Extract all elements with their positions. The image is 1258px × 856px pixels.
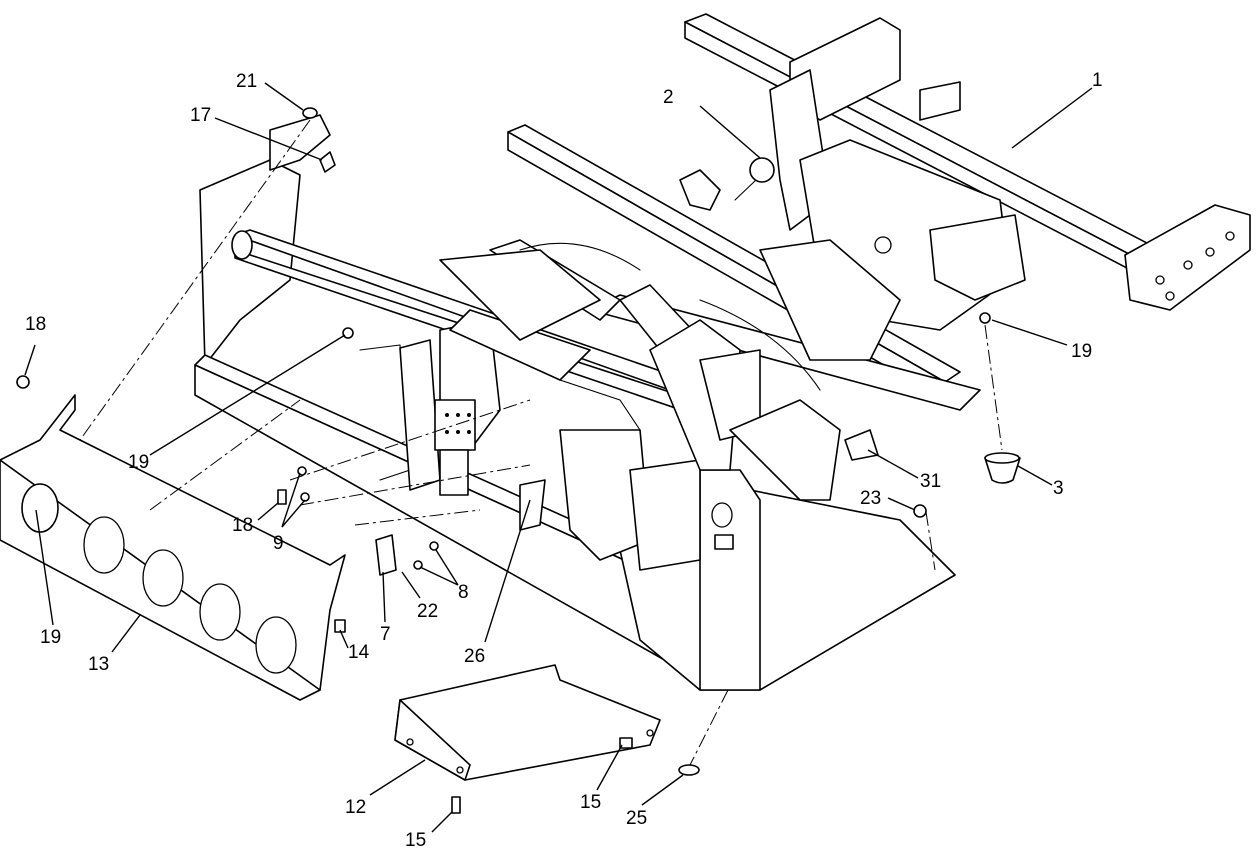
- plug-18-icon: [16, 375, 30, 389]
- switch-7-icon: [375, 534, 397, 576]
- nut-21-icon: [302, 107, 318, 119]
- washer-9b-icon: [300, 492, 310, 502]
- phantom-lines: [59, 119, 1003, 766]
- callout-15-bottom: 15: [405, 830, 426, 851]
- callout-8: 8: [458, 582, 469, 603]
- skid-plate: [394, 664, 661, 781]
- callout-9: 9: [273, 533, 284, 554]
- callout-23: 23: [860, 488, 881, 509]
- callout-25: 25: [626, 808, 647, 829]
- rubber-bumper: [984, 452, 1021, 484]
- callout-26: 26: [464, 646, 485, 667]
- callout-14: 14: [348, 642, 370, 663]
- shift-knob: [679, 157, 775, 211]
- plug-23-icon: [913, 504, 927, 518]
- nut-19-icon: [342, 327, 354, 339]
- callout-21: 21: [236, 71, 257, 92]
- bolt-15-right-icon: [619, 737, 633, 749]
- leader-lines: [24, 82, 1093, 833]
- bolt-14-icon: [334, 619, 346, 633]
- callout-3: 3: [1053, 478, 1064, 499]
- callout-labels: 1 2 3 7 8 9 12 13 14 15 15 17 18 18 19 1…: [25, 70, 1103, 851]
- callout-19-left: 19: [128, 452, 149, 473]
- callout-2: 2: [663, 87, 674, 108]
- main-frame: [194, 114, 956, 691]
- screw-8b-icon: [429, 541, 439, 551]
- callout-31: 31: [920, 471, 941, 492]
- bolt-18-icon: [277, 489, 287, 505]
- callout-19-bumper: 19: [40, 627, 61, 648]
- callout-22: 22: [417, 601, 438, 622]
- nut-19-right-icon: [979, 312, 991, 324]
- callout-1: 1: [1092, 70, 1103, 91]
- front-bumper-panel: [0, 394, 346, 701]
- clip-17-icon: [319, 151, 336, 173]
- callout-12: 12: [345, 797, 366, 818]
- callout-18-top: 18: [25, 314, 46, 335]
- fasteners: [16, 107, 991, 814]
- callout-7: 7: [380, 624, 391, 645]
- callout-13: 13: [88, 654, 109, 675]
- callout-15-right: 15: [580, 792, 601, 813]
- bolt-15-bottom-icon: [451, 796, 461, 814]
- callout-19-right: 19: [1071, 341, 1092, 362]
- clamp-25-icon: [678, 764, 700, 776]
- callout-18-center: 18: [232, 515, 253, 536]
- bracket-26-icon: [519, 479, 546, 531]
- callout-17: 17: [190, 105, 211, 126]
- latch-31-icon: [844, 429, 879, 461]
